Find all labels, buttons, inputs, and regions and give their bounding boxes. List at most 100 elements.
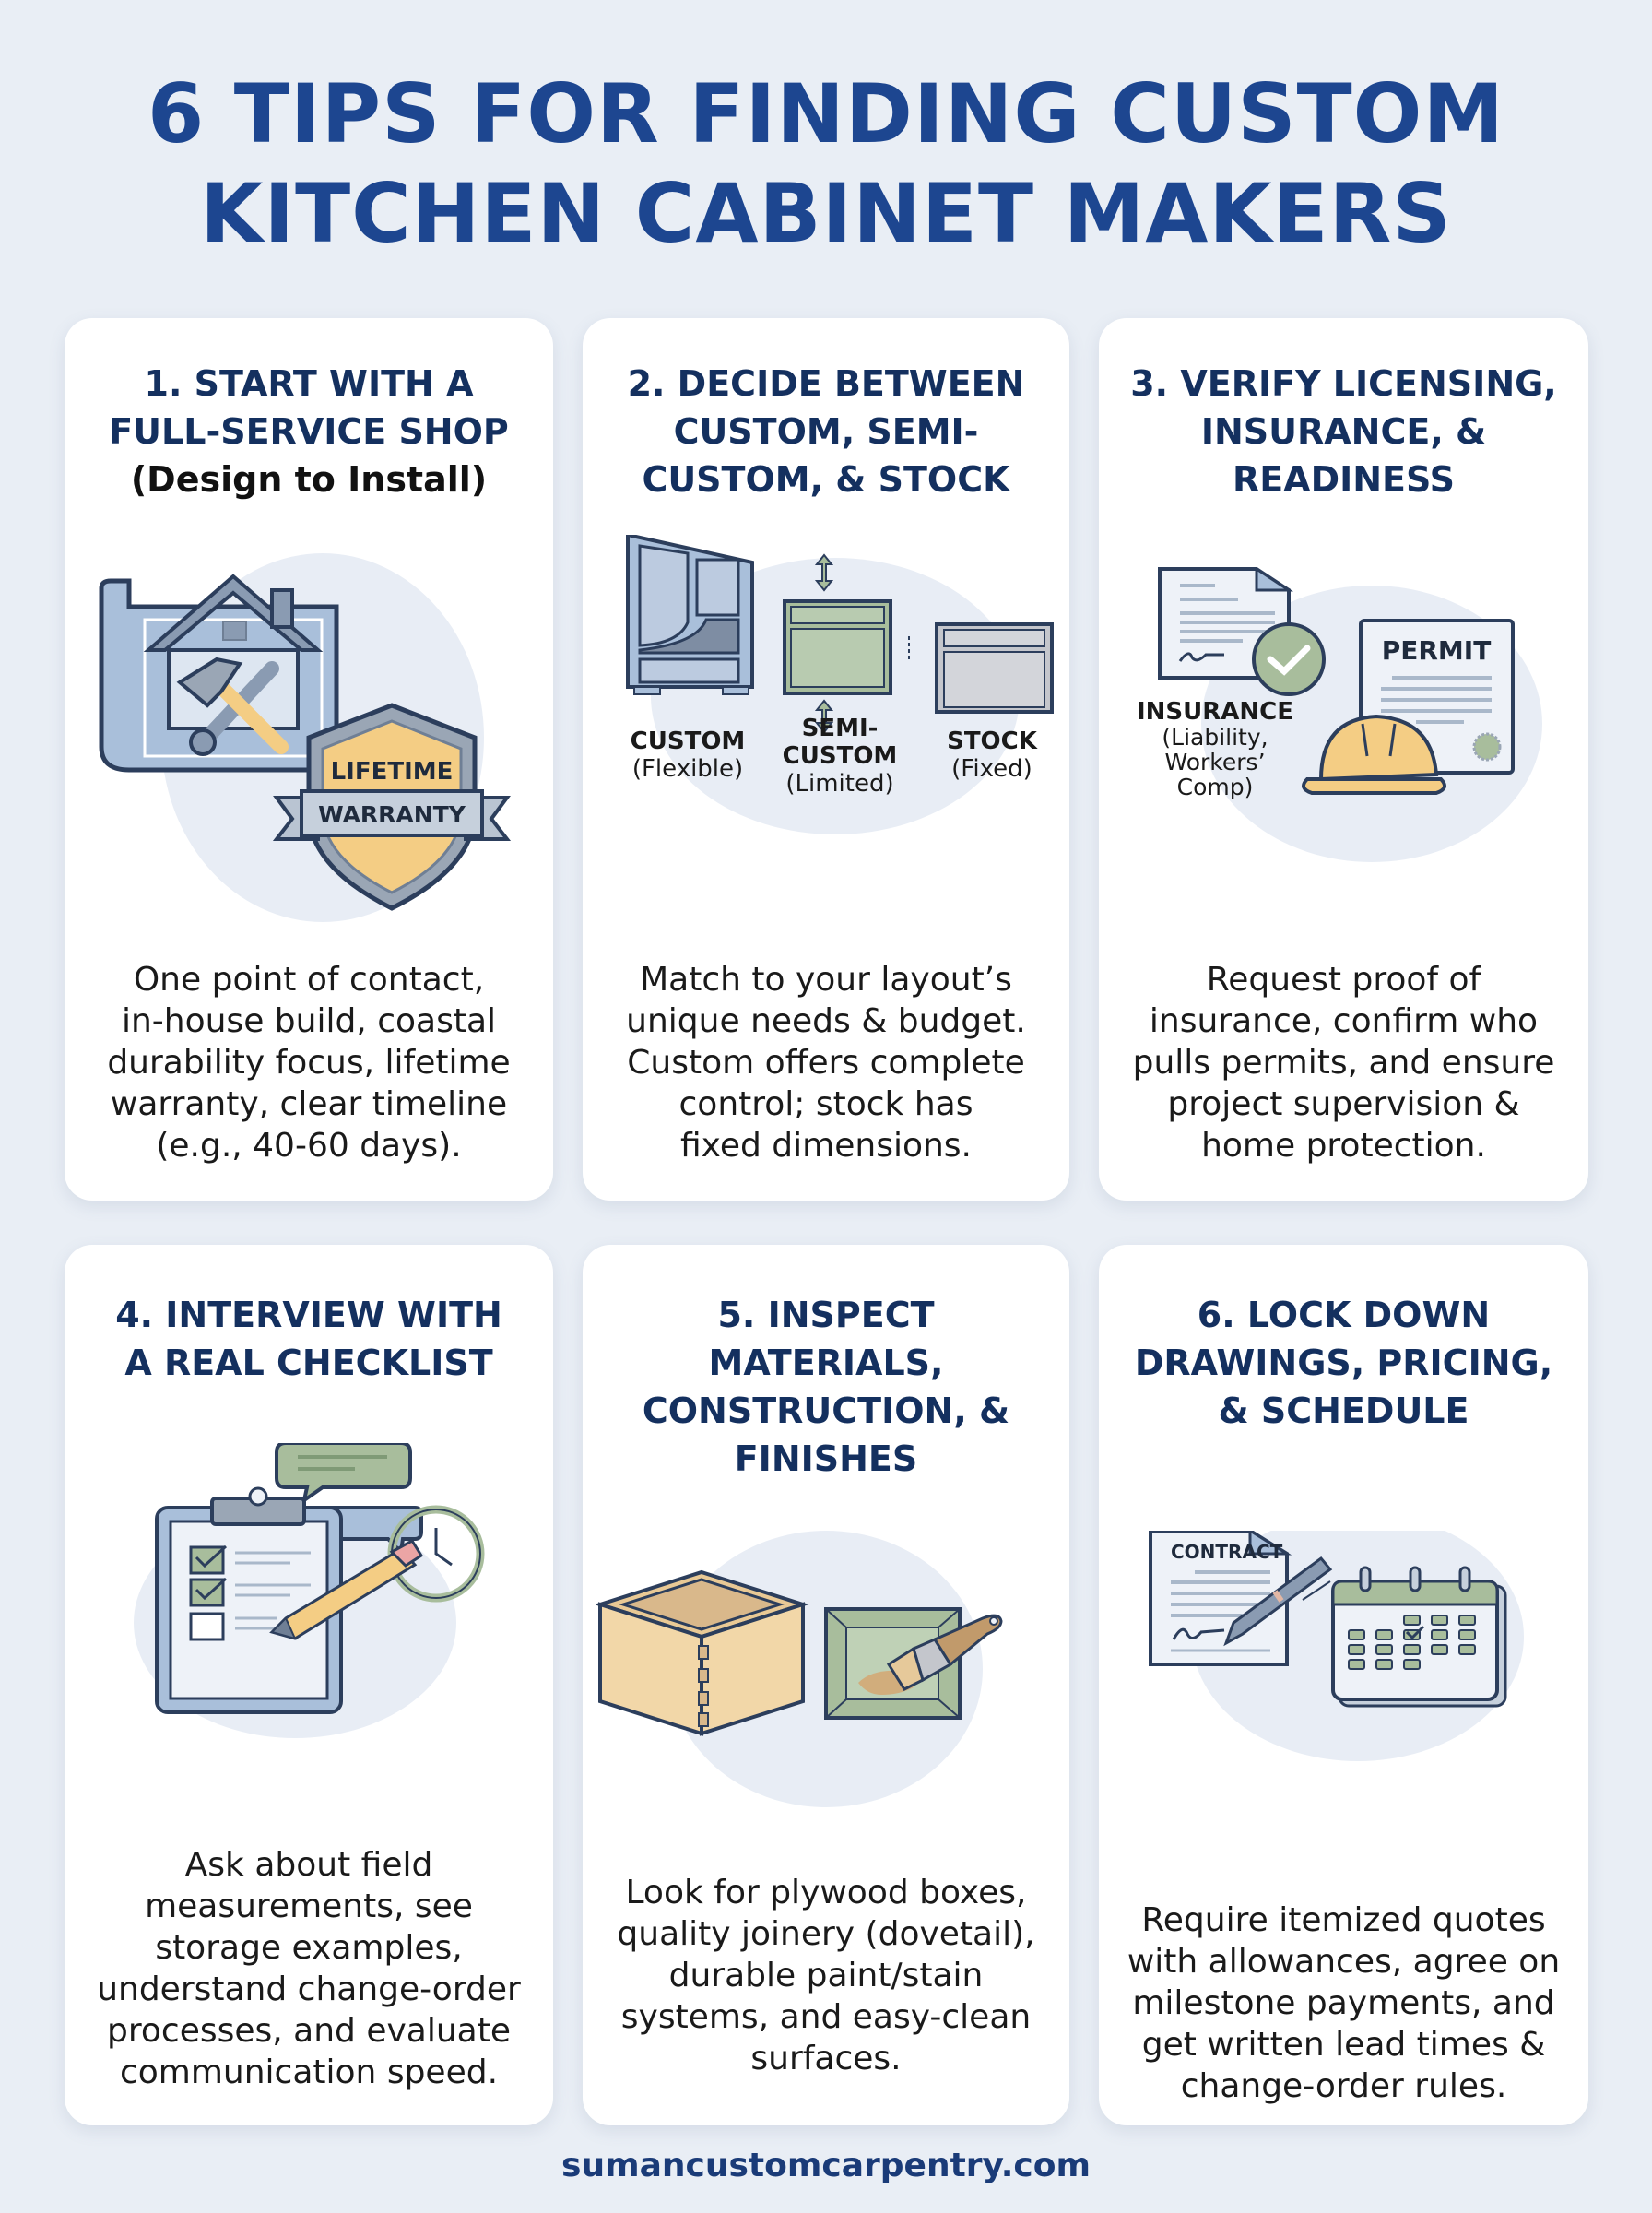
desc-line: Require itemized quotes <box>1141 1901 1546 1939</box>
tip-title-line: READINESS <box>1232 459 1456 500</box>
desc-line: Request proof of <box>1206 961 1481 999</box>
title-line-2: KITCHEN CABINET MAKERS <box>200 166 1452 261</box>
desc-line: systems, and easy-clean <box>620 1998 1032 2036</box>
tip-title-line: 1. START WITH A <box>144 363 474 404</box>
clipboard-checklist-icon <box>155 1486 343 1714</box>
tip-illustration <box>583 1531 1069 1844</box>
desc-line: project supervision & <box>1167 1085 1520 1123</box>
desc-line: Ask about field <box>184 1846 433 1884</box>
desc-line: in-house build, coastal <box>121 1002 497 1040</box>
tip-title: 6. LOCK DOWN DRAWINGS, PRICING, & SCHEDU… <box>1099 1291 1588 1435</box>
tip-description: Request proof of insurance, confirm who … <box>1127 959 1561 1166</box>
label-semi: SEMI- <box>802 715 879 742</box>
title-line-1: 6 TIPS FOR FINDING CUSTOM <box>147 66 1505 161</box>
tip-title: 3. VERIFY LICENSING, INSURANCE, & READIN… <box>1099 360 1588 503</box>
page-title: 6 TIPS FOR FINDING CUSTOM KITCHEN CABINE… <box>0 65 1652 264</box>
tip-title: 2. DECIDE BETWEEN CUSTOM, SEMI- CUSTOM, … <box>583 360 1069 503</box>
desc-line: durable paint/stain <box>668 1957 984 1994</box>
tip-card-3: 3. VERIFY LICENSING, INSURANCE, & READIN… <box>1099 318 1588 1201</box>
desc-line: Custom offers complete <box>627 1044 1025 1082</box>
tip-title-line: CUSTOM, SEMI- <box>673 411 979 452</box>
label-custom: CUSTOM <box>631 728 746 755</box>
tip-illustration: CONTRACT <box>1099 1531 1588 1844</box>
hard-hat-icon <box>1301 714 1446 795</box>
tip-illustration: LIFETIME WARRANTY <box>65 553 553 922</box>
tip-subtitle: (Design to Install) <box>130 459 488 500</box>
stock-cabinet-icon <box>935 622 1054 714</box>
custom-cabinet-icon <box>626 535 754 695</box>
desc-line: (e.g., 40-60 days). <box>156 1127 462 1165</box>
desc-line: quality joinery (dovetail), <box>617 1915 1035 1953</box>
tip-description: Look for plywood boxes, quality joinery … <box>610 1872 1042 2079</box>
label-stock: STOCK <box>947 728 1038 755</box>
desc-line: surfaces. <box>750 2040 902 2077</box>
contract-document-icon: CONTRACT <box>1148 1531 1292 1666</box>
tip-title: 1. START WITH A FULL-SERVICE SHOP (Desig… <box>65 360 553 503</box>
desc-line: measurements, see <box>145 1888 473 1925</box>
desc-line: milestone payments, and <box>1132 1984 1555 2022</box>
badge-top-text: LIFETIME <box>331 758 454 786</box>
insurance-sub-line: Comp) <box>1176 774 1253 800</box>
label-semi-sub: (Limited) <box>785 770 893 798</box>
contract-label: CONTRACT <box>1171 1541 1283 1563</box>
hammer-wrench-icon <box>176 657 289 756</box>
paintbrush-icon <box>886 1614 1003 1691</box>
tip-card-2: 2. DECIDE BETWEEN CUSTOM, SEMI- CUSTOM, … <box>583 318 1069 1201</box>
calendar-icon <box>1330 1566 1506 1708</box>
tip-title-line: & SCHEDULE <box>1218 1391 1469 1431</box>
label-semi-2: CUSTOM <box>783 742 898 770</box>
tip-title-line: MATERIALS, <box>708 1343 944 1383</box>
label-custom-sub: (Flexible) <box>632 755 743 783</box>
desc-line: pulls permits, and ensure <box>1132 1044 1555 1082</box>
desc-line: understand change-order <box>97 1970 521 2008</box>
tip-card-6: 6. LOCK DOWN DRAWINGS, PRICING, & SCHEDU… <box>1099 1245 1588 2125</box>
desc-line: fixed dimensions. <box>679 1127 972 1165</box>
badge-ribbon-text: WARRANTY <box>318 801 466 828</box>
desc-line: Match to your layout’s <box>640 961 1012 999</box>
tip-card-4: 4. INTERVIEW WITH A REAL CHECKLIST <box>65 1245 553 2125</box>
tip-title-line: 3. VERIFY LICENSING, <box>1130 363 1557 404</box>
tip-title-line: 4. INTERVIEW WITH <box>115 1295 502 1335</box>
tip-illustration: CUSTOM (Flexible) SEMI- CUSTOM (Limited)… <box>583 535 1069 922</box>
desc-line: processes, and evaluate <box>107 2012 511 2050</box>
website-link[interactable]: sumancustomcarpentry.com <box>561 2147 1091 2184</box>
tip-description: Require itemized quotes with allowances,… <box>1127 1899 1561 2107</box>
tip-illustration <box>65 1443 553 1775</box>
insurance-label: INSURANCE <box>1136 698 1292 726</box>
desc-line: with allowances, agree on <box>1127 1943 1561 1981</box>
tip-title-line: DRAWINGS, PRICING, <box>1134 1343 1553 1383</box>
desc-line: communication speed. <box>119 2053 499 2091</box>
tip-title: 5. INSPECT MATERIALS, CONSTRUCTION, & FI… <box>583 1291 1069 1483</box>
pencil-icon <box>269 1539 424 1640</box>
desc-line: change-order rules. <box>1180 2067 1507 2105</box>
desc-line: Look for plywood boxes, <box>625 1874 1027 1911</box>
semi-custom-cabinet-icon <box>783 553 910 734</box>
tip-title-line: A REAL CHECKLIST <box>124 1343 493 1383</box>
tip-illustration: INSURANCE (Liability, Workers’ Comp) PER… <box>1099 567 1588 917</box>
insurance-document-check-icon: INSURANCE (Liability, Workers’ Comp) <box>1136 567 1326 800</box>
desc-line: unique needs & budget. <box>626 1002 1026 1040</box>
tip-card-1: 1. START WITH A FULL-SERVICE SHOP (Desig… <box>65 318 553 1201</box>
insurance-sub-line: (Liability, <box>1162 724 1268 751</box>
desc-line: insurance, confirm who <box>1149 1002 1539 1040</box>
desc-line: durability focus, lifetime <box>107 1044 511 1082</box>
tip-title-line: 2. DECIDE BETWEEN <box>627 363 1025 404</box>
desc-line: get written lead times & <box>1141 2026 1546 2064</box>
tip-title-line: FULL-SERVICE SHOP <box>109 411 509 452</box>
cabinet-type-labels: CUSTOM (Flexible) SEMI- CUSTOM (Limited)… <box>631 715 1038 798</box>
desc-line: One point of contact, <box>133 961 485 999</box>
tip-card-5: 5. INSPECT MATERIALS, CONSTRUCTION, & FI… <box>583 1245 1069 2125</box>
desc-line: home protection. <box>1201 1127 1486 1165</box>
tip-title-line: 6. LOCK DOWN <box>1197 1295 1491 1335</box>
tip-description: Match to your layout’s unique needs & bu… <box>610 959 1042 1166</box>
desc-line: warranty, clear timeline <box>110 1085 508 1123</box>
tip-title-line: CONSTRUCTION, & <box>642 1391 1010 1431</box>
desc-line: control; stock has <box>678 1085 974 1123</box>
tip-title-line: 5. INSPECT <box>717 1295 935 1335</box>
label-stock-sub: (Fixed) <box>951 755 1032 783</box>
tip-description: One point of contact, in-house build, co… <box>92 959 525 1166</box>
tip-title-line: INSURANCE, & <box>1200 411 1487 452</box>
tip-title-line: CUSTOM, & STOCK <box>642 459 1010 500</box>
warranty-shield-icon: LIFETIME WARRANTY <box>272 703 512 911</box>
tip-title: 4. INTERVIEW WITH A REAL CHECKLIST <box>65 1291 553 1387</box>
